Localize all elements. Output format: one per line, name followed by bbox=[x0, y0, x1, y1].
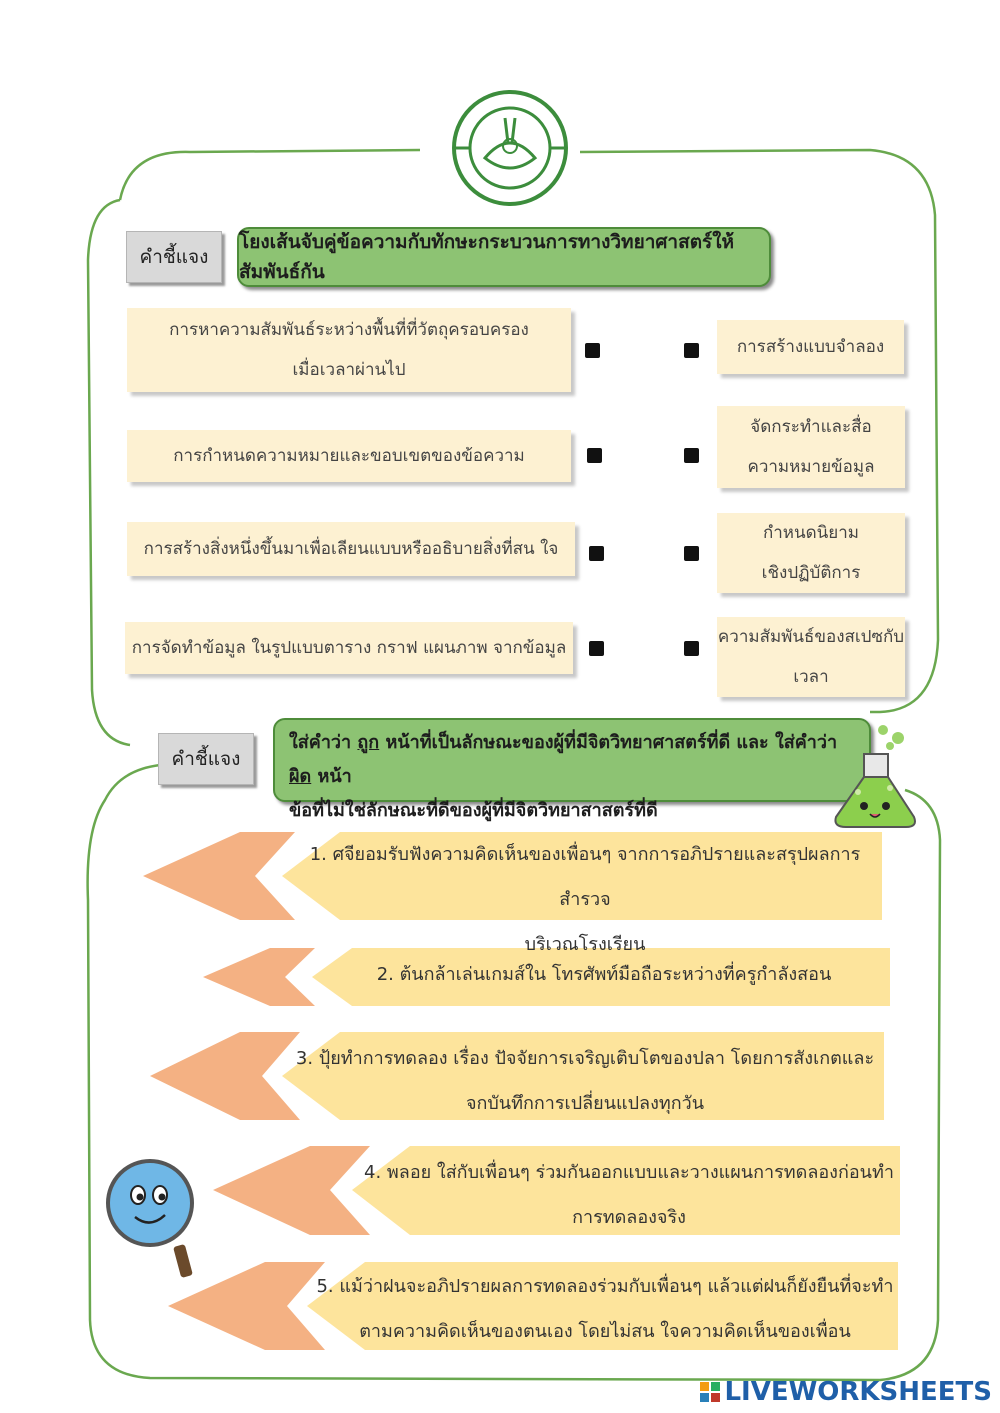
question-4: 4. พลอย ใส่กับเพื่อนๆ ร่วมกันออกแบบและวา… bbox=[360, 1150, 898, 1238]
question-3-line1: 3. ปุ้ยทำการทดลอง เรื่อง ปัจจัยการเจริญเ… bbox=[295, 1048, 875, 1069]
match-right-item-4-line2: เวลา bbox=[793, 667, 829, 687]
match-dot-right-1[interactable] bbox=[684, 343, 699, 358]
match-dot-right-2[interactable] bbox=[684, 448, 699, 463]
question-1: 1. ศจียอมรับฟังความคิดเห็นของเพื่อนๆ จาก… bbox=[290, 832, 880, 955]
flask-mascot-icon bbox=[834, 725, 916, 828]
question-5-line2: ตามความคิดเห็นของตนเอง โดยไม่สน ใจความคิ… bbox=[359, 1321, 851, 1342]
question-4-line2: การทดลองจริง bbox=[572, 1207, 686, 1228]
question-1-line2: บริเวณโรงเรียน bbox=[524, 934, 646, 955]
instruction-banner-2-line2: ข้อที่ไม่ใช่ลักษณะที่ดีของผู้ที่มีจิตวิท… bbox=[289, 800, 658, 821]
match-right-item-3-line2: เชิงปฏิบัติการ bbox=[761, 563, 861, 583]
word-wrong: ผิด bbox=[289, 766, 312, 787]
match-right-item-3: กำหนดนิยาม เชิงปฏิบัติการ bbox=[717, 513, 905, 593]
instruction-tag-1: คำชี้แจง bbox=[126, 231, 222, 283]
match-right-item-2: จัดกระทำและสื่อ ความหมายข้อมูล bbox=[717, 406, 905, 488]
question-1-line1: 1. ศจียอมรับฟังความคิดเห็นของเพื่อนๆ จาก… bbox=[309, 844, 861, 910]
liveworksheets-logo-icon bbox=[700, 1382, 721, 1402]
match-left-item-1: การหาความสัมพันธ์ระหว่างพื้นที่ที่วัตถุค… bbox=[127, 308, 571, 392]
match-right-item-3-line1: กำหนดนิยาม bbox=[762, 523, 860, 543]
question-3-line2: จกบันทึกการเปลี่ยนแปลงทุกวัน bbox=[465, 1093, 705, 1114]
match-dot-left-2[interactable] bbox=[587, 448, 602, 463]
match-dot-left-3[interactable] bbox=[589, 546, 604, 561]
match-left-item-4: การจัดทำข้อมูล ในรูปแบบตาราง กราฟ แผนภาพ… bbox=[125, 622, 573, 674]
match-dot-right-4[interactable] bbox=[684, 641, 699, 656]
watermark-text: LIVEWORKSHEETS bbox=[724, 1377, 992, 1407]
match-right-item-4: ความสัมพันธ์ของสเปซกับ เวลา bbox=[717, 617, 905, 697]
instruction-banner-2: ใส่คำว่า ถูก หน้าที่เป็นลักษณะของผู้ที่ม… bbox=[273, 718, 871, 821]
question-5: 5. แม้ว่าฝนจะอภิปรายผลการทดลองร่วมกับเพื… bbox=[315, 1264, 895, 1352]
match-right-item-1: การสร้างแบบจำลอง bbox=[717, 320, 904, 374]
match-right-item-2-line1: จัดกระทำและสื่อ bbox=[750, 417, 872, 437]
instruction-tag-2: คำชี้แจง bbox=[158, 733, 254, 785]
question-2-line1: 2. ต้นกล้าเล่นเกมส์ใน โทรศัพท์มือถือระหว… bbox=[376, 964, 832, 985]
question-3: 3. ปุ้ยทำการทดลอง เรื่อง ปัจจัยการเจริญเ… bbox=[290, 1036, 880, 1124]
liveworksheets-watermark: LIVEWORKSHEETS bbox=[700, 1377, 992, 1407]
match-right-item-1-line1: การสร้างแบบจำลอง bbox=[736, 337, 885, 357]
school-emblem bbox=[452, 90, 568, 206]
instruction-banner-1: โยงเส้นจับคู่ข้อความกับทักษะกระบวนการทาง… bbox=[237, 227, 771, 287]
match-left-item-3-line1: การสร้างสิ่งหนึ่งขึ้นมาเพื่อเลียนแบบหรือ… bbox=[143, 539, 559, 559]
match-left-item-1-line2: เมื่อเวลาผ่านไป bbox=[292, 360, 406, 380]
match-left-item-4-line1: การจัดทำข้อมูล ในรูปแบบตาราง กราฟ แผนภาพ… bbox=[131, 638, 567, 658]
question-2: 2. ต้นกล้าเล่นเกมส์ใน โทรศัพท์มือถือระหว… bbox=[320, 952, 888, 1002]
instruction-banner-2-line1: ใส่คำว่า ถูก หน้าที่เป็นลักษณะของผู้ที่ม… bbox=[289, 732, 838, 787]
match-left-item-3: การสร้างสิ่งหนึ่งขึ้นมาเพื่อเลียนแบบหรือ… bbox=[127, 522, 575, 576]
question-5-line1: 5. แม้ว่าฝนจะอภิปรายผลการทดลองร่วมกับเพื… bbox=[316, 1276, 894, 1297]
match-left-item-1-line1: การหาความสัมพันธ์ระหว่างพื้นที่ที่วัตถุค… bbox=[169, 320, 529, 340]
match-right-item-4-line1: ความสัมพันธ์ของสเปซกับ bbox=[717, 627, 905, 647]
match-dot-left-1[interactable] bbox=[585, 343, 600, 358]
word-correct: ถูก bbox=[357, 732, 380, 753]
match-right-item-2-line2: ความหมายข้อมูล bbox=[747, 457, 875, 477]
match-dot-right-3[interactable] bbox=[684, 546, 699, 561]
match-dot-left-4[interactable] bbox=[589, 641, 604, 656]
match-left-item-2-line1: การกำหนดความหมายและขอบเขตของข้อความ bbox=[173, 446, 525, 466]
magnifier-mascot-icon bbox=[106, 1159, 194, 1278]
question-4-line1: 4. พลอย ใส่กับเพื่อนๆ ร่วมกันออกแบบและวา… bbox=[364, 1162, 894, 1183]
match-left-item-2: การกำหนดความหมายและขอบเขตของข้อความ bbox=[127, 430, 571, 482]
